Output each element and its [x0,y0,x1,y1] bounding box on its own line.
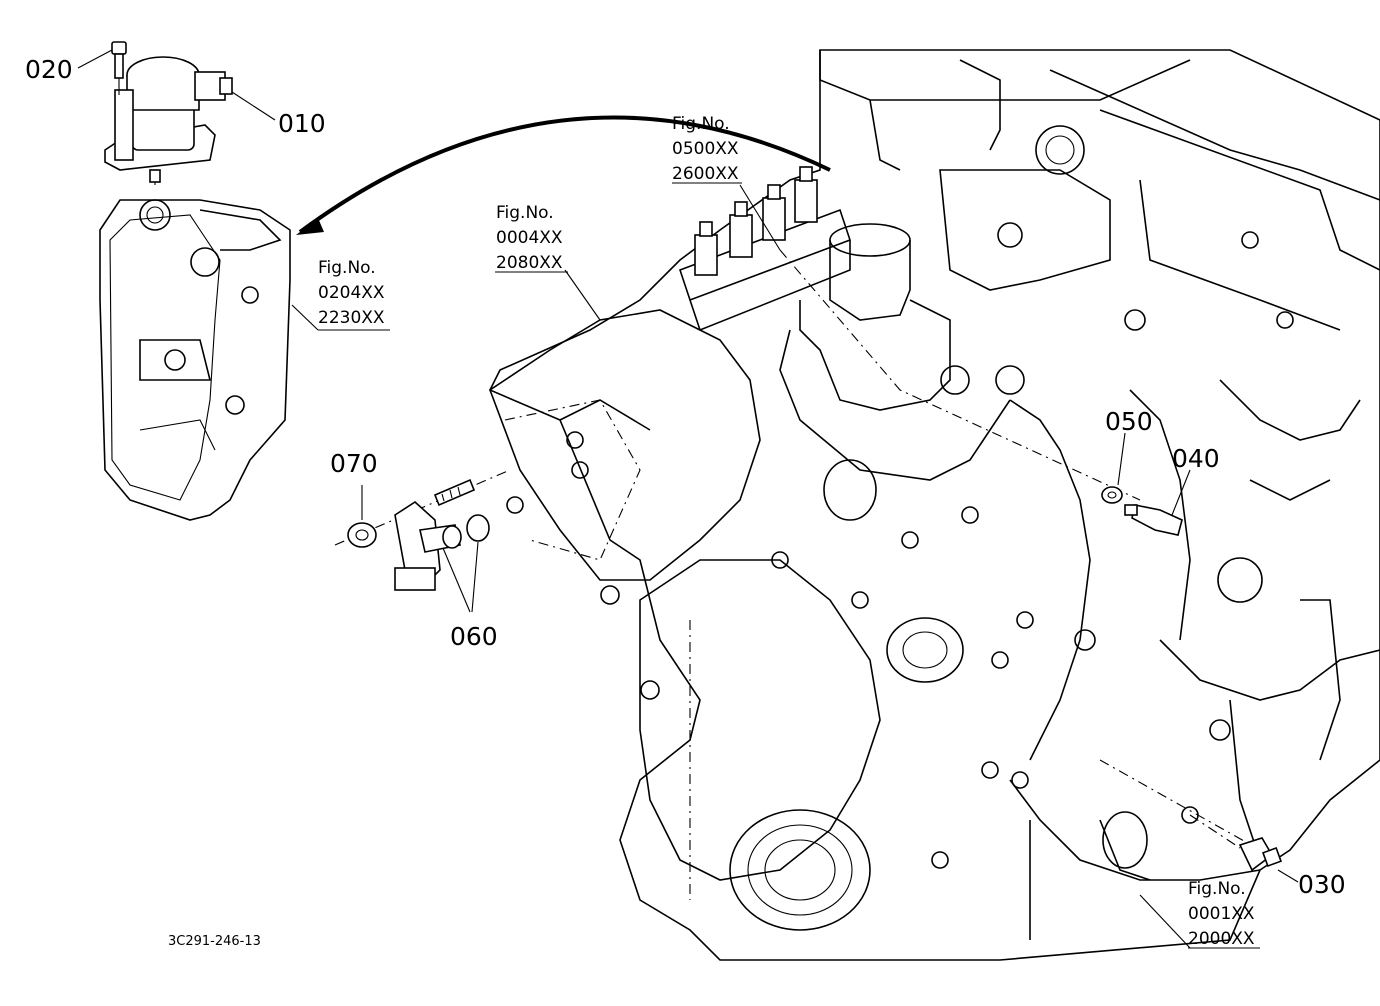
figure-ref-0004: Fig.No. 0004XX 2080XX [496,203,563,273]
sensor-parts-drawing [334,469,511,591]
fig-title: Fig.No. [672,114,730,134]
callout-060: 060 [450,622,498,651]
fig-line1: 0204XX [318,283,385,303]
fig-title: Fig.No. [318,258,376,278]
figure-ref-0204: Fig.No. 0204XX 2230XX [318,258,385,328]
callout-010: 010 [278,109,326,138]
fig-title: Fig.No. [496,203,554,223]
fig-line1: 0500XX [672,139,739,159]
bolt-020-drawing [111,41,127,95]
fig-title: Fig.No. [1188,879,1246,899]
oil-switch-030-drawing [1189,814,1282,872]
fig-line2: 2080XX [496,253,563,273]
fig-line2: 2600XX [672,164,739,184]
fig-line2: 2000XX [1188,929,1255,949]
cover-housing-drawing [99,199,291,521]
sensor-040-050-drawing [1101,486,1183,536]
drawing-code: 3C291-246-13 [168,934,261,949]
leader-lines [77,49,1299,949]
fig-line1: 0004XX [496,228,563,248]
callout-040: 040 [1172,444,1220,473]
engine-block-drawing [488,49,1380,961]
callout-070: 070 [330,449,378,478]
injection-pump-drawing [678,166,852,332]
callout-050: 050 [1105,407,1153,436]
figure-ref-0001: Fig.No. 0001XX 2000XX [1188,879,1255,949]
callout-030: 030 [1298,870,1346,899]
fig-line2: 2230XX [318,308,385,328]
solenoid-drawing [104,56,233,185]
figure-ref-0500: Fig.No. 0500XX 2600XX [672,114,739,184]
transfer-arrow [296,115,831,235]
fig-line1: 0001XX [1188,904,1255,924]
callout-020: 020 [25,55,73,84]
